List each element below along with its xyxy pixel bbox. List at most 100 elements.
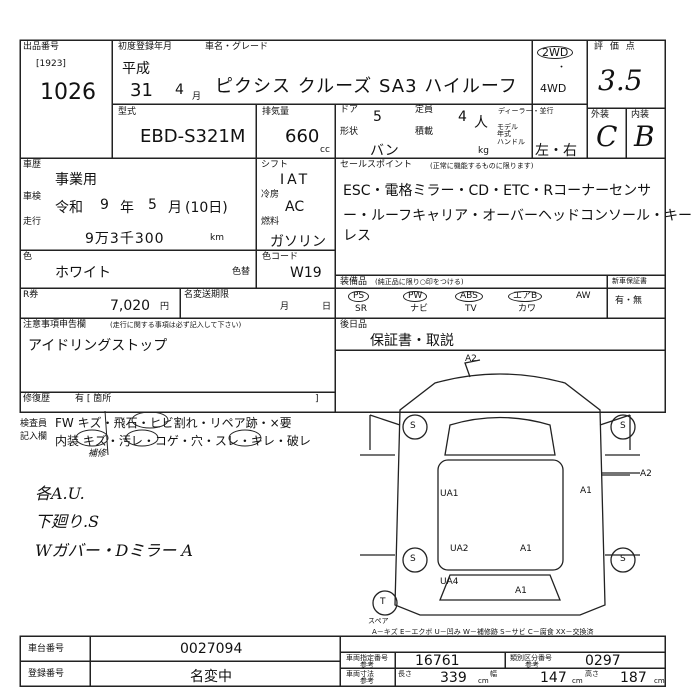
handnote-1: 各A.U. [35,484,85,503]
usage-value: 事業用 [55,172,97,188]
notes-value: アイドリングストップ [28,338,168,354]
size-label: 車両寸法 [346,670,374,678]
load-label: 積載 [415,127,434,137]
capacity-unit: 人 [474,115,488,131]
reg-era: 平成 [122,61,150,77]
dmg-s-rl: S [410,554,416,564]
dmg-ua1: UA1 [440,489,459,499]
insp-y-unit: 年 [120,200,134,216]
reg-month: 4 [175,82,184,98]
inspector-row2: 内装 キズ・汚レ・コゲ・穴・スレ・キレ・破レ [55,434,311,448]
name-change-label: 名変送期限 [184,290,230,300]
shift-value: IAT [280,172,311,188]
drive-4wd: 4WD [540,82,567,95]
wid-value: 147 [540,670,567,686]
len-label: 長さ [398,670,412,678]
drive-2wd: 2WD [537,46,574,59]
equipment-note: (純正品に限り○印をつける) [375,278,464,286]
car-label: 車名・グレード [205,42,269,52]
disp-unit: cc [320,145,330,155]
name-change-m: 月 [280,302,290,312]
notes-label: 注意事項申告欄 [23,320,87,330]
damage-legend: A－キズ E－エクボ U－凹み W－補修跡 S－サビ C－腐食 XX－交換済 [372,628,594,636]
size-sub: 参考 [360,677,374,685]
notes-note: (走行に関する事項は必ず記入して下さい) [110,321,242,329]
reg-label: 初度登録年月 [118,42,173,52]
len-unit: cm [478,677,489,685]
inspection-label: 車検 [23,192,42,202]
usage-label: 車歴 [23,160,42,170]
insp-era: 令和 [55,200,83,216]
w-value: 16761 [415,653,460,669]
sales-line2: ー・ルーフキャリア・オーバーヘッドコンソール・キーレス [343,208,693,244]
shape-value: バン [370,143,399,159]
dmg-a1-mid: A1 [520,544,532,554]
color-code: W19 [290,265,322,281]
interior-value: B [634,120,655,153]
hei-value: 187 [620,670,647,686]
inspector-extra: 補修 [88,449,107,459]
w-label: 車両指定番号 [346,654,388,662]
eq-ps: PS [348,291,370,302]
frame-label: 車台番号 [28,644,65,654]
dmg-s-fr: S [620,421,626,431]
color-label: 色 [23,252,33,262]
equipment-label: 装備品 [340,277,368,287]
handle-label: ハンドル [497,138,525,146]
ac-label: 冷房 [261,190,280,200]
repair-close: ] [315,394,319,404]
eq-tv: TV [465,304,477,314]
capacity-value: 4 [458,109,467,125]
inspector-row1: FW キズ・飛石・ヒビ割れ・リペア跡・×要 [55,416,292,430]
attach-label: 後日品 [340,320,368,330]
shift-label: シフト [261,160,289,170]
recycle-value: 7,020 [110,298,151,314]
c-sub: 参考 [525,661,539,669]
dmg-ua4: UA4 [440,577,459,587]
name-change-d: 日 [322,302,332,312]
c-label: 類別区分番号 [510,654,552,662]
repair-value: 有 [ 箇所 [75,394,112,404]
vehicle-diagram [360,359,640,616]
capacity-label: 定員 [415,105,434,115]
sales-line1: ESC・電格ミラー・CD・ETC・Rコーナーセンサ [343,183,652,199]
eq-navi: ナビ [410,304,429,314]
dmg-spare: スペア [368,617,389,625]
sales-note: (正常に機能するものに限ります) [430,162,534,170]
warranty-value: 有・無 [615,296,643,306]
handle-value: 左・右 [535,143,577,159]
exterior-value: C [596,120,618,153]
reg-month-unit: 月 [192,92,202,102]
wid-label: 幅 [490,670,497,678]
disp-value: 660 [285,126,320,147]
mileage-label: 走行 [23,217,42,227]
color-no-label: 色替 [232,267,251,277]
frame-value: 0027094 [180,641,243,657]
lot-number: 1026 [40,80,96,105]
car-name: ピクシス クルーズ SA3 ハイルーフ [215,76,518,97]
model-year-label: モデル 年式 [497,123,518,138]
doors-value: 5 [373,109,382,125]
doors-label: ドア [340,105,359,115]
lot-sub: [1923] [36,59,66,69]
eq-pw: PW [403,291,428,302]
dmg-a2-top: A2 [465,354,477,364]
recycle-label: R券 [23,290,39,300]
inspector-marks [75,410,262,456]
disp-label: 排気量 [262,107,290,117]
shape-label: 形状 [340,127,359,137]
recycle-unit: 円 [160,302,170,312]
registration-label: 登録番号 [28,669,65,679]
hei-unit: cm [654,677,665,685]
model-label: 型式 [118,107,137,117]
mileage-unit: km [210,233,224,243]
handnote-3: Wガバー・Dミラー A [35,541,193,560]
color-value: ホワイト [55,265,111,281]
ac-value: AC [285,199,305,215]
insp-m-unit: 月 [168,200,182,216]
len-value: 339 [440,670,467,686]
insp-month: 5 [148,197,157,213]
score-label: 評 価 点 [594,42,637,52]
dmg-s-fl: S [410,421,416,431]
